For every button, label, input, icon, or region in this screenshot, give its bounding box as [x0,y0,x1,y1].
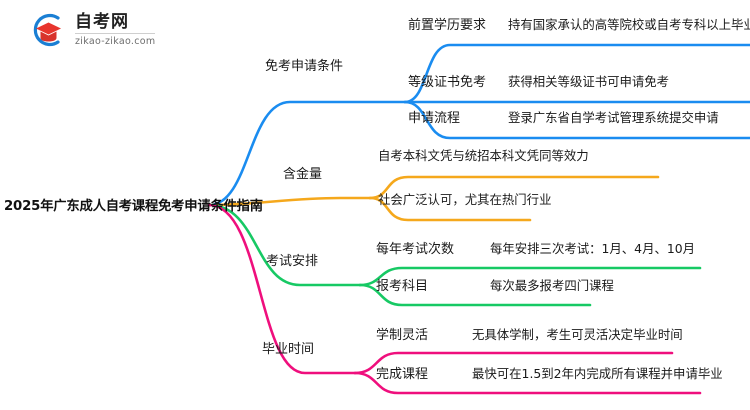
leaf-node-3-2[interactable]: 每次最多报考四门课程 [490,278,614,293]
branch-node-1[interactable]: 免考申请条件 [265,59,344,74]
logo-title: 自考网 [75,13,156,34]
subbranch-node-1-3[interactable]: 申请流程 [408,111,461,126]
leaf-node-4-2[interactable]: 最快可在1.5到2年内完成所有课程并申请毕业 [472,366,723,381]
branch-node-3[interactable]: 考试安排 [266,254,319,269]
branch-node-2[interactable]: 含金量 [283,167,323,182]
leaf-node-2-2[interactable]: 社会广泛认可，尤其在热门行业 [378,192,552,207]
site-logo[interactable]: 自考网 zikao-zikao.com [28,8,218,52]
leaf-node-2-1[interactable]: 自考本科文凭与统招本科文凭同等效力 [378,148,589,163]
leaf-node-3-1[interactable]: 每年安排三次考试：1月、4月、10月 [490,241,696,256]
subbranch-node-4-1[interactable]: 学制灵活 [376,328,429,343]
subbranch-node-3-2[interactable]: 报考科目 [376,279,429,294]
branch-node-4[interactable]: 毕业时间 [262,342,315,357]
leaf-node-1-3[interactable]: 登录广东省自学考试管理系统提交申请 [508,110,719,125]
graduation-cap-icon [28,10,68,50]
subbranch-node-1-2[interactable]: 等级证书免考 [408,75,487,90]
leaf-node-4-1[interactable]: 无具体学制，考生可灵活决定毕业时间 [472,327,683,342]
leaf-node-1-2[interactable]: 获得相关等级证书可申请免考 [508,74,670,89]
subbranch-node-4-2[interactable]: 完成课程 [376,367,429,382]
mindmap-root-node[interactable]: 2025年广东成人自考课程免考申请条件指南 [4,199,263,214]
logo-domain: zikao-zikao.com [75,35,156,47]
branch-connector-1 [207,100,407,207]
branch-connector-3 [207,203,362,287]
subbranch-node-3-1[interactable]: 每年考试次数 [376,242,455,257]
subbranch-node-1-1[interactable]: 前置学历要求 [408,18,487,33]
logo-text-block: 自考网 zikao-zikao.com [75,13,156,47]
leaf-node-1-1[interactable]: 持有国家承认的高等院校或自考专科以上毕业证书 [508,17,750,32]
